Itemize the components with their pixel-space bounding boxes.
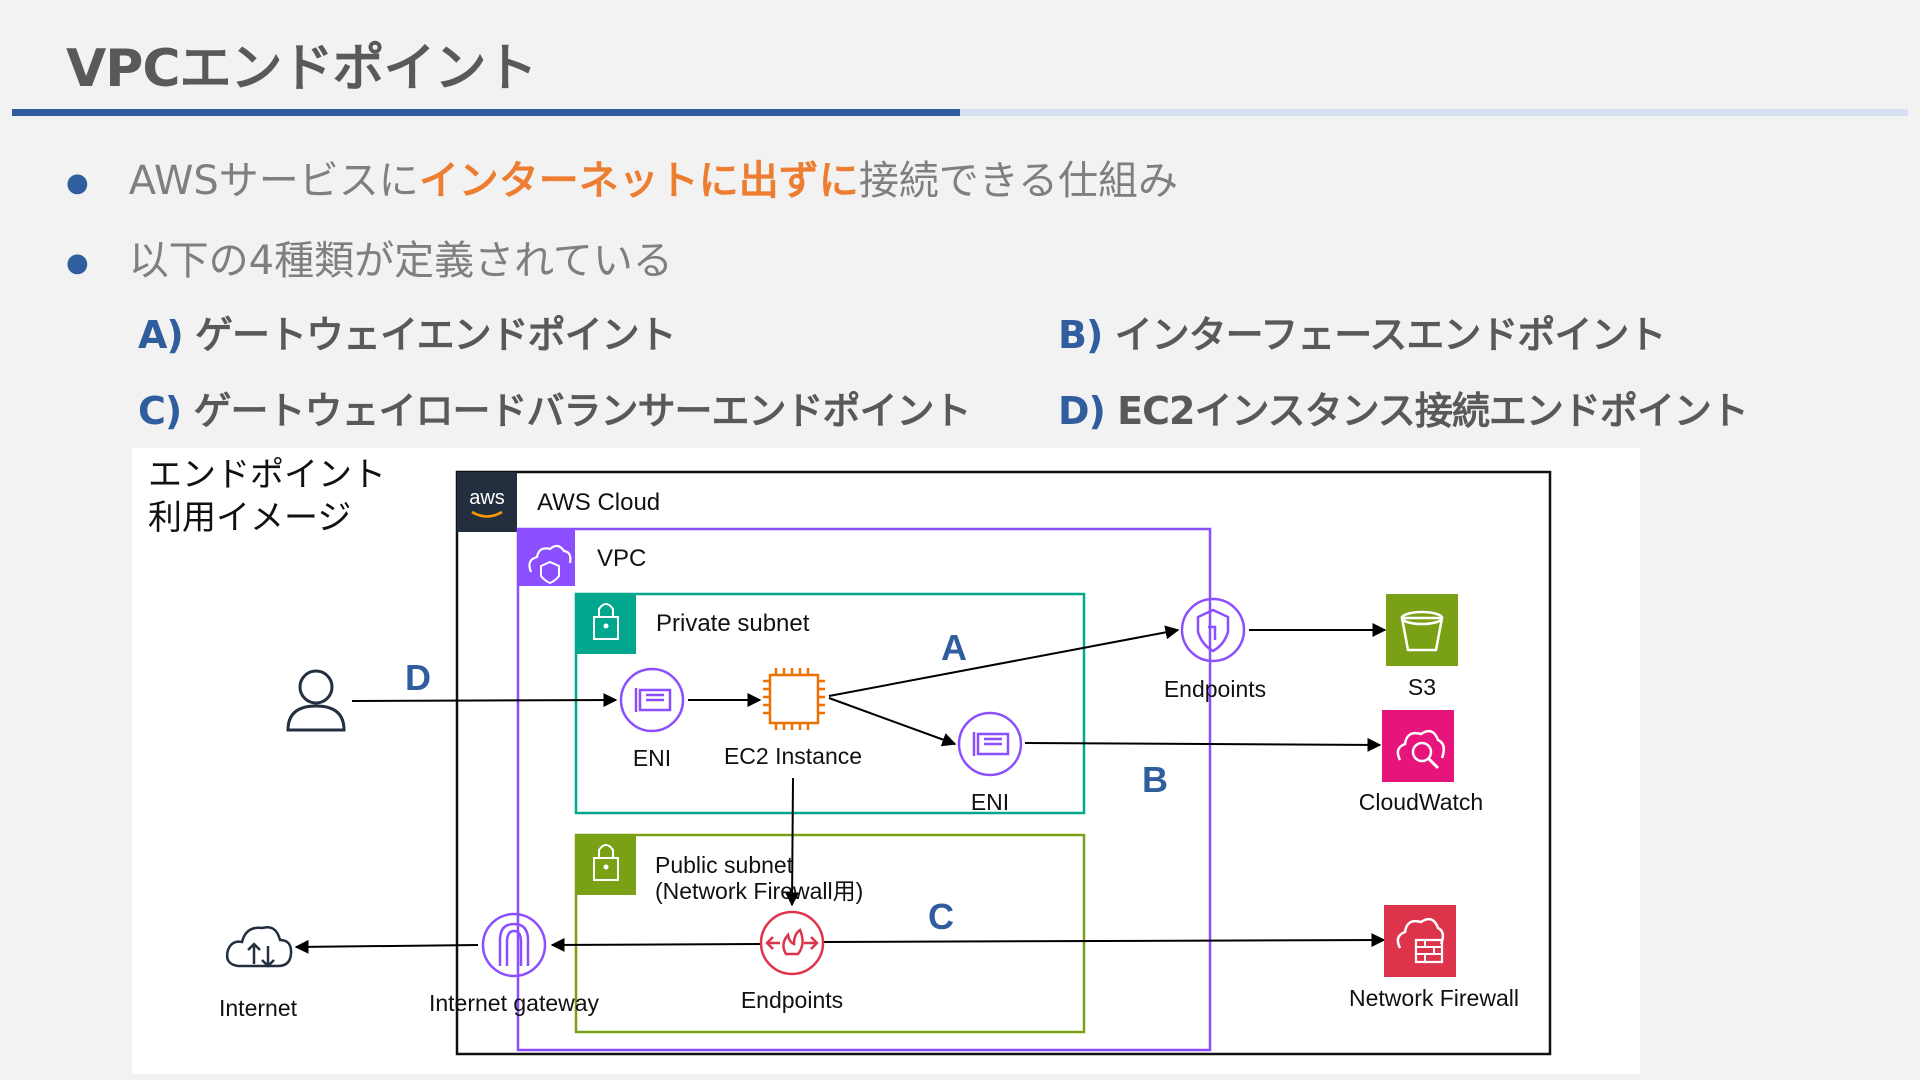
connector-d: [351, 693, 618, 708]
vpc-cloud-icon: [518, 529, 575, 586]
public-subnet-group: Public subnet (Network Firewall用): [574, 833, 1086, 1034]
path-label-b: B: [1142, 759, 1168, 800]
internet-label: Internet: [219, 995, 298, 1021]
endpoint-type-key: A): [138, 313, 184, 357]
diagram-caption: エンドポイント 利用イメージ: [148, 454, 386, 540]
title-underline: [12, 109, 960, 116]
endpoint-type-label: ゲートウェイエンドポイント: [195, 313, 677, 357]
endpoint-type-key: B): [1058, 313, 1103, 357]
connector-to-igw: [550, 937, 761, 952]
endpoint-type-label: ゲートウェイロードバランサーエンドポイント: [193, 389, 972, 433]
endpoint-type-label: インターフェースエンドポイント: [1114, 313, 1667, 357]
connectors: [294, 623, 1387, 954]
s3-label: S3: [1408, 674, 1436, 700]
ec2-label: EC2 Instance: [724, 743, 862, 769]
private-subnet-label: Private subnet: [656, 610, 810, 637]
bullet-1-prefix: AWSサービスに: [128, 158, 419, 204]
public-subnet-label-sub: (Network Firewall用): [655, 878, 863, 904]
gateway-endpoint-icon: [759, 910, 825, 976]
path-label-d: D: [405, 657, 431, 698]
diagram-caption-line2: 利用イメージ: [148, 498, 352, 538]
bullet-1-highlight: インターネットに出ずに: [418, 158, 859, 204]
network-firewall-icon: [1384, 905, 1456, 977]
cloudwatch-icon: [1382, 710, 1454, 782]
bullet-1: ● AWSサービスにインターネットに出ずに接続できる仕組み: [66, 148, 1178, 206]
endpoints-bottom-label: Endpoints: [741, 987, 843, 1013]
connector-a: [828, 625, 1180, 697]
aws-cloud-label: AWS Cloud: [537, 489, 660, 516]
connector-to-internet: [294, 939, 479, 954]
network-firewall-label: Network Firewall: [1349, 985, 1519, 1011]
s3-bucket-icon: [1386, 594, 1458, 666]
bullet-1-suffix: 接続できる仕組み: [858, 158, 1179, 204]
eni-left-label: ENI: [633, 745, 671, 771]
path-label-c: C: [928, 896, 954, 937]
endpoint-type-d: D) EC2インスタンス接続エンドポイント: [1058, 380, 1749, 435]
internet-gateway-icon: [481, 912, 547, 978]
aws-logo-smile-icon: [471, 510, 503, 518]
eni-icon: [619, 667, 685, 733]
connector-ec2-eni: [828, 697, 957, 747]
path-label-a: A: [941, 627, 967, 668]
eni-icon: [957, 711, 1023, 777]
internet-cloud-icon: [225, 926, 293, 968]
user-icon: [286, 669, 346, 732]
endpoints-top-label: Endpoints: [1164, 676, 1266, 702]
cloudwatch-label: CloudWatch: [1359, 789, 1483, 815]
connector-c: [821, 933, 1386, 948]
endpoint-type-c: C) ゲートウェイロードバランサーエンドポイント: [138, 380, 972, 435]
bullet-dot-icon: ●: [66, 168, 89, 198]
endpoint-type-b: B) インターフェースエンドポイント: [1058, 304, 1667, 359]
aws-cloud-group: aws AWS Cloud: [455, 470, 1552, 1056]
aws-logo-icon: [457, 472, 517, 532]
vpc-endpoint-icon: [1180, 597, 1246, 663]
diagram-caption-line1: エンドポイント: [148, 455, 386, 495]
connector-b: [1024, 737, 1382, 752]
bullet-2-text: 以下の4種類が定義されている: [128, 238, 673, 284]
endpoint-type-key: C): [138, 389, 182, 433]
eni-right-label: ENI: [971, 789, 1009, 815]
aws-logo-text: aws: [469, 487, 505, 509]
private-subnet-group: Private subnet: [574, 592, 1086, 815]
vpc-group: VPC: [516, 527, 1212, 1052]
endpoint-type-label: EC2インスタンス接続エンドポイント: [1117, 389, 1749, 433]
vpc-label: VPC: [597, 545, 646, 572]
page-title: VPCエンドポイント: [66, 39, 538, 99]
bullet-dot-icon: ●: [66, 248, 89, 278]
title-underline-light: [960, 109, 1908, 116]
endpoint-type-a: A) ゲートウェイエンドポイント: [138, 304, 677, 359]
ec2-instance-icon: [763, 668, 825, 730]
bullet-2: ● 以下の4種類が定義されている: [66, 228, 673, 286]
internet-gateway-label: Internet gateway: [429, 990, 600, 1016]
public-subnet-label: Public subnet: [655, 852, 794, 878]
connector-ec2-down: [785, 777, 800, 907]
endpoint-type-key: D): [1058, 389, 1106, 433]
